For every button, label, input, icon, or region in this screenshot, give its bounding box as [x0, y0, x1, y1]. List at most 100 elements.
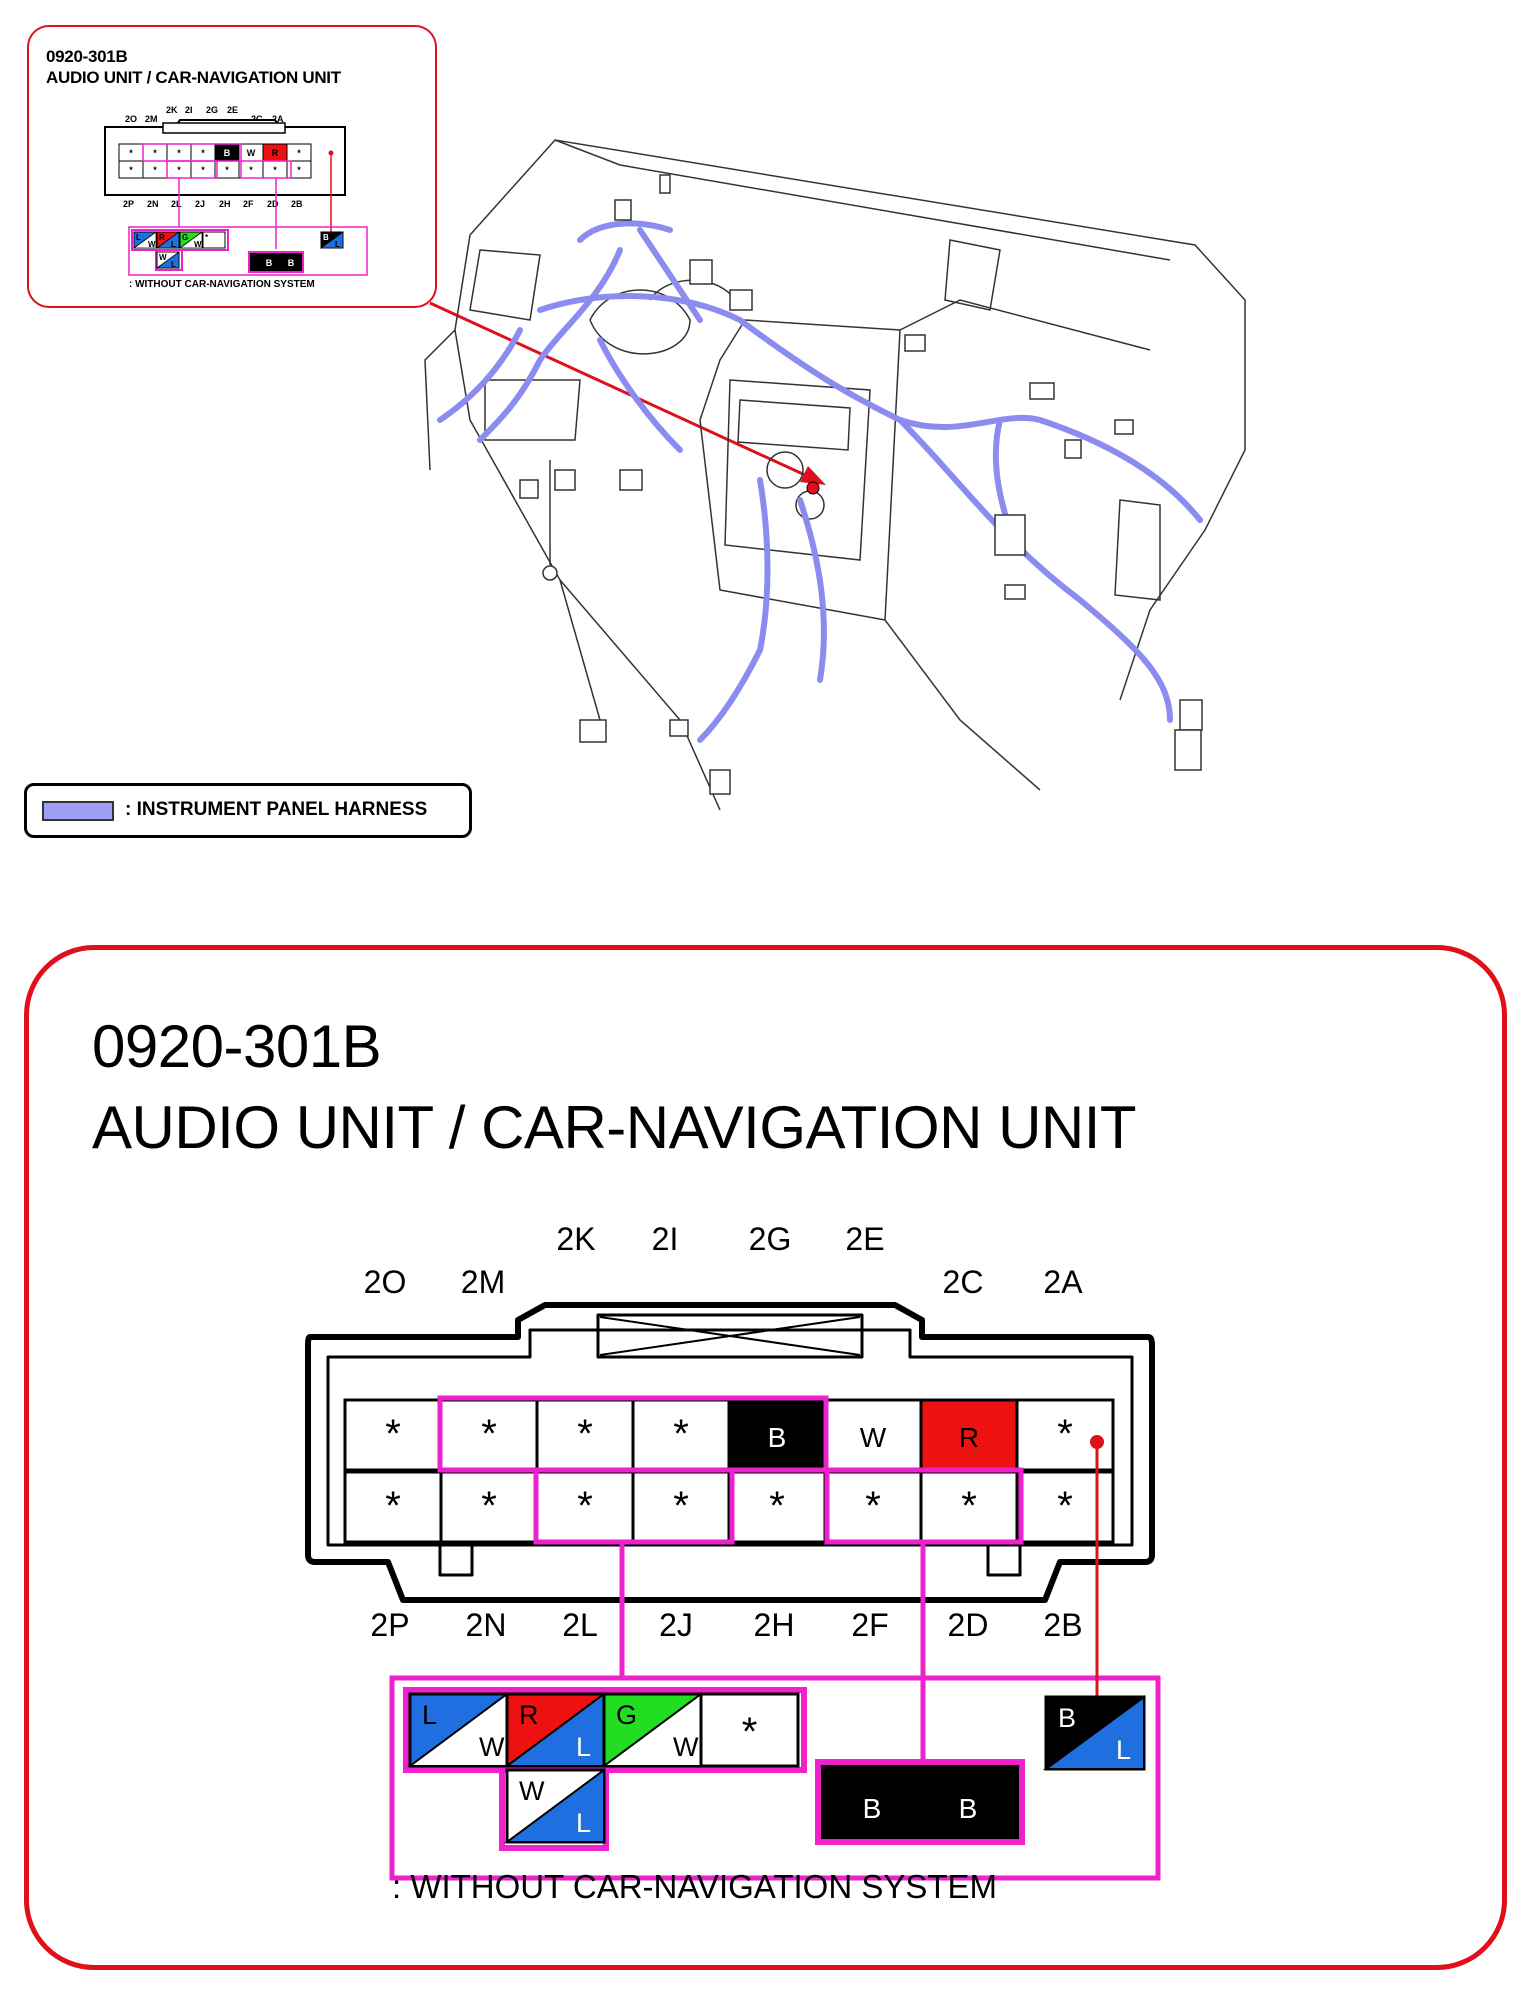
inset-pin-value: *: [177, 148, 181, 158]
sub-a-pin-1-bottom-letter: W: [479, 1732, 505, 1762]
leader-arrowhead: [800, 466, 826, 485]
sub-a-pin-3-bottom-letter: W: [673, 1732, 699, 1762]
sub-a-pin-lower-bottom-letter: L: [576, 1808, 591, 1838]
pin-label-top-2k: 2K: [556, 1221, 595, 1257]
sub-b-pin-1: B: [863, 1793, 882, 1824]
inset-sub-a-pin-lower-half: [178, 231, 203, 249]
inset-pin-value: *: [201, 148, 205, 158]
pin-cell: [919, 1470, 1019, 1544]
legend-label: : INSTRUMENT PANEL HARNESS: [125, 799, 428, 820]
pin-cell: [919, 1398, 1019, 1472]
inset-footnote: : WITHOUT CAR-NAVIGATION SYSTEM: [129, 279, 315, 290]
inset-sub-a-pin-bottom-letter: W: [194, 240, 202, 249]
inset-pin-value: W: [247, 148, 256, 158]
dashboard-harness-illustration: [424, 139, 1246, 811]
svg-text:B: B: [266, 258, 273, 268]
inset-pin-label-bottom: 2P: [123, 199, 134, 209]
inset-code: 0920-301B: [46, 47, 128, 66]
connector-group-outlines: [389, 1395, 1161, 1881]
leader-line: [429, 301, 806, 477]
pin-cell: [343, 1398, 443, 1472]
connector-code: 0920-301B: [92, 1013, 382, 1080]
sub-c-pin-top-letter: B: [1058, 1703, 1076, 1733]
sub-c-pin-lower-half: [1042, 1695, 1145, 1770]
pin-value: *: [865, 1484, 881, 1528]
pin-value: W: [860, 1422, 887, 1453]
inset-sub-a-pin-lower-half: [132, 231, 157, 249]
connector-title: AUDIO UNIT / CAR-NAVIGATION UNIT: [92, 1094, 1137, 1161]
pin-value: *: [385, 1412, 401, 1456]
pin-value: *: [577, 1412, 593, 1456]
pin-label-top-2e: 2E: [845, 1221, 884, 1257]
group-outline-lower-left: [533, 1467, 735, 1545]
pin-value: *: [577, 1484, 593, 1528]
inset-pin-label-top: 2O: [125, 114, 137, 124]
inset-pin-cell: [286, 160, 312, 179]
inset-pin-value: *: [249, 165, 253, 175]
pin-label-bottom-2f: 2F: [851, 1607, 888, 1643]
pin-cell: [823, 1398, 923, 1472]
inset-pin-label-top: 2E: [227, 105, 238, 115]
pin-label-bottom-2b: 2B: [1043, 1607, 1082, 1643]
pin-label-top-2c: 2C: [943, 1264, 984, 1300]
sub-connector-area: [389, 1675, 1161, 1881]
inset-pin-value: *: [297, 148, 301, 158]
pin-value: *: [673, 1484, 689, 1528]
pin-value: *: [673, 1412, 689, 1456]
sub-b-pin-2: B: [959, 1793, 978, 1824]
pin-label-top-2o: 2O: [364, 1264, 407, 1300]
inset-pin-label-top: 2I: [185, 105, 193, 115]
inset-pin-label-bottom: 2J: [195, 199, 205, 209]
inset-pin-label-bottom: 2H: [219, 199, 231, 209]
sub-a-pin-4-top-letter: *: [742, 1710, 758, 1754]
connector-location-marker: [806, 481, 820, 495]
pin-value: *: [961, 1484, 977, 1528]
connector-housing: [305, 1302, 1155, 1603]
inset-pin-value: *: [153, 165, 157, 175]
pin-label-bottom-2p: 2P: [370, 1607, 409, 1643]
pin-value: B: [768, 1422, 787, 1453]
inset-sub-a-lower-lower-half: [155, 251, 180, 269]
inset-pin-label-top: 2G: [206, 105, 218, 115]
sub-a-pin-lower-top-letter: W: [519, 1776, 545, 1806]
inset-sub-a-pin-top-letter: *: [205, 233, 209, 242]
inset-pin-label-top: 2K: [166, 105, 178, 115]
pin-value: *: [1057, 1484, 1073, 1528]
inset-sub-a-pin-lower-half: [155, 231, 180, 249]
harness-color-swatch: [42, 801, 114, 821]
sub-group-b: [815, 1759, 1025, 1845]
inset-pin-value: *: [177, 165, 181, 175]
inset-pin-value: B: [224, 148, 231, 158]
sub-a-pin-4-bg: [699, 1692, 800, 1768]
inset-sub-c-pin-bottom-letter: L: [335, 240, 340, 249]
pin-cell: [727, 1398, 827, 1472]
harness-connectors: [519, 174, 1203, 795]
inset-pin-value: R: [272, 148, 279, 158]
inset-pin-label-bottom: 2B: [291, 199, 303, 209]
inset-sub-c-pin-lower-half: [319, 231, 344, 249]
inset-pin-value: *: [129, 148, 133, 158]
inset-sub-a-pin-top-letter: R: [159, 233, 165, 242]
pin-label-bottom-2j: 2J: [659, 1607, 693, 1643]
sub-a-pin-2-bottom-letter: L: [576, 1732, 591, 1762]
pin-value: *: [481, 1412, 497, 1456]
inset-pin-value: *: [225, 165, 229, 175]
harness-paths: [437, 220, 1203, 743]
sub-a-pin-2-top-letter: R: [519, 1700, 539, 1730]
inset-pin-value: *: [153, 148, 157, 158]
inset-pin-label-bottom: 2F: [243, 199, 254, 209]
connector-detail-panel: [24, 945, 1507, 1970]
inset-pin-label-top: 2A: [272, 114, 284, 124]
pin-label-top-2g: 2G: [749, 1221, 792, 1257]
inset-sub-a-lower-bottom-letter: L: [171, 260, 176, 269]
inset-pin-label-top: 2M: [145, 114, 158, 124]
inset-sub-a-pin-bg: [202, 231, 226, 249]
sub-a-pin-lower-lower-half: [503, 1768, 605, 1843]
inset-pin-label-bottom: 2D: [267, 199, 279, 209]
sub-c-pin-bottom-letter: L: [1116, 1735, 1131, 1765]
svg-text:B: B: [288, 258, 295, 268]
inset-sub-a-pin-bottom-letter: W: [148, 240, 156, 249]
pin-value: *: [769, 1484, 785, 1528]
